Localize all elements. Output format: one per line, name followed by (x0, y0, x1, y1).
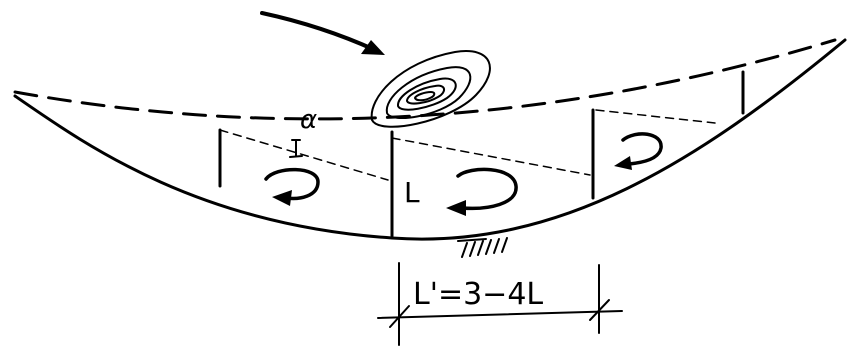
thin-dashed-lines (219, 109, 716, 181)
contour-swirl (370, 50, 491, 128)
recirculation-arrow-left (264, 167, 320, 206)
angle-label: α (300, 105, 317, 135)
dimension-tick-left (389, 305, 410, 328)
ground-hatch (457, 237, 508, 258)
dimension-tick-right (589, 299, 610, 321)
divider-posts (218, 70, 745, 238)
dashed-reference-line (13, 38, 837, 121)
channel-bed-curve (13, 38, 847, 241)
height-label: L (404, 176, 420, 209)
recirculation-arrow-center (446, 167, 518, 216)
angle-marker (289, 139, 303, 158)
recirculation-arrow-right (614, 132, 663, 170)
spacing-dimension (377, 262, 623, 346)
spacing-label: L'=3−4L (413, 277, 543, 312)
incoming-flow-arrow (260, 11, 385, 55)
